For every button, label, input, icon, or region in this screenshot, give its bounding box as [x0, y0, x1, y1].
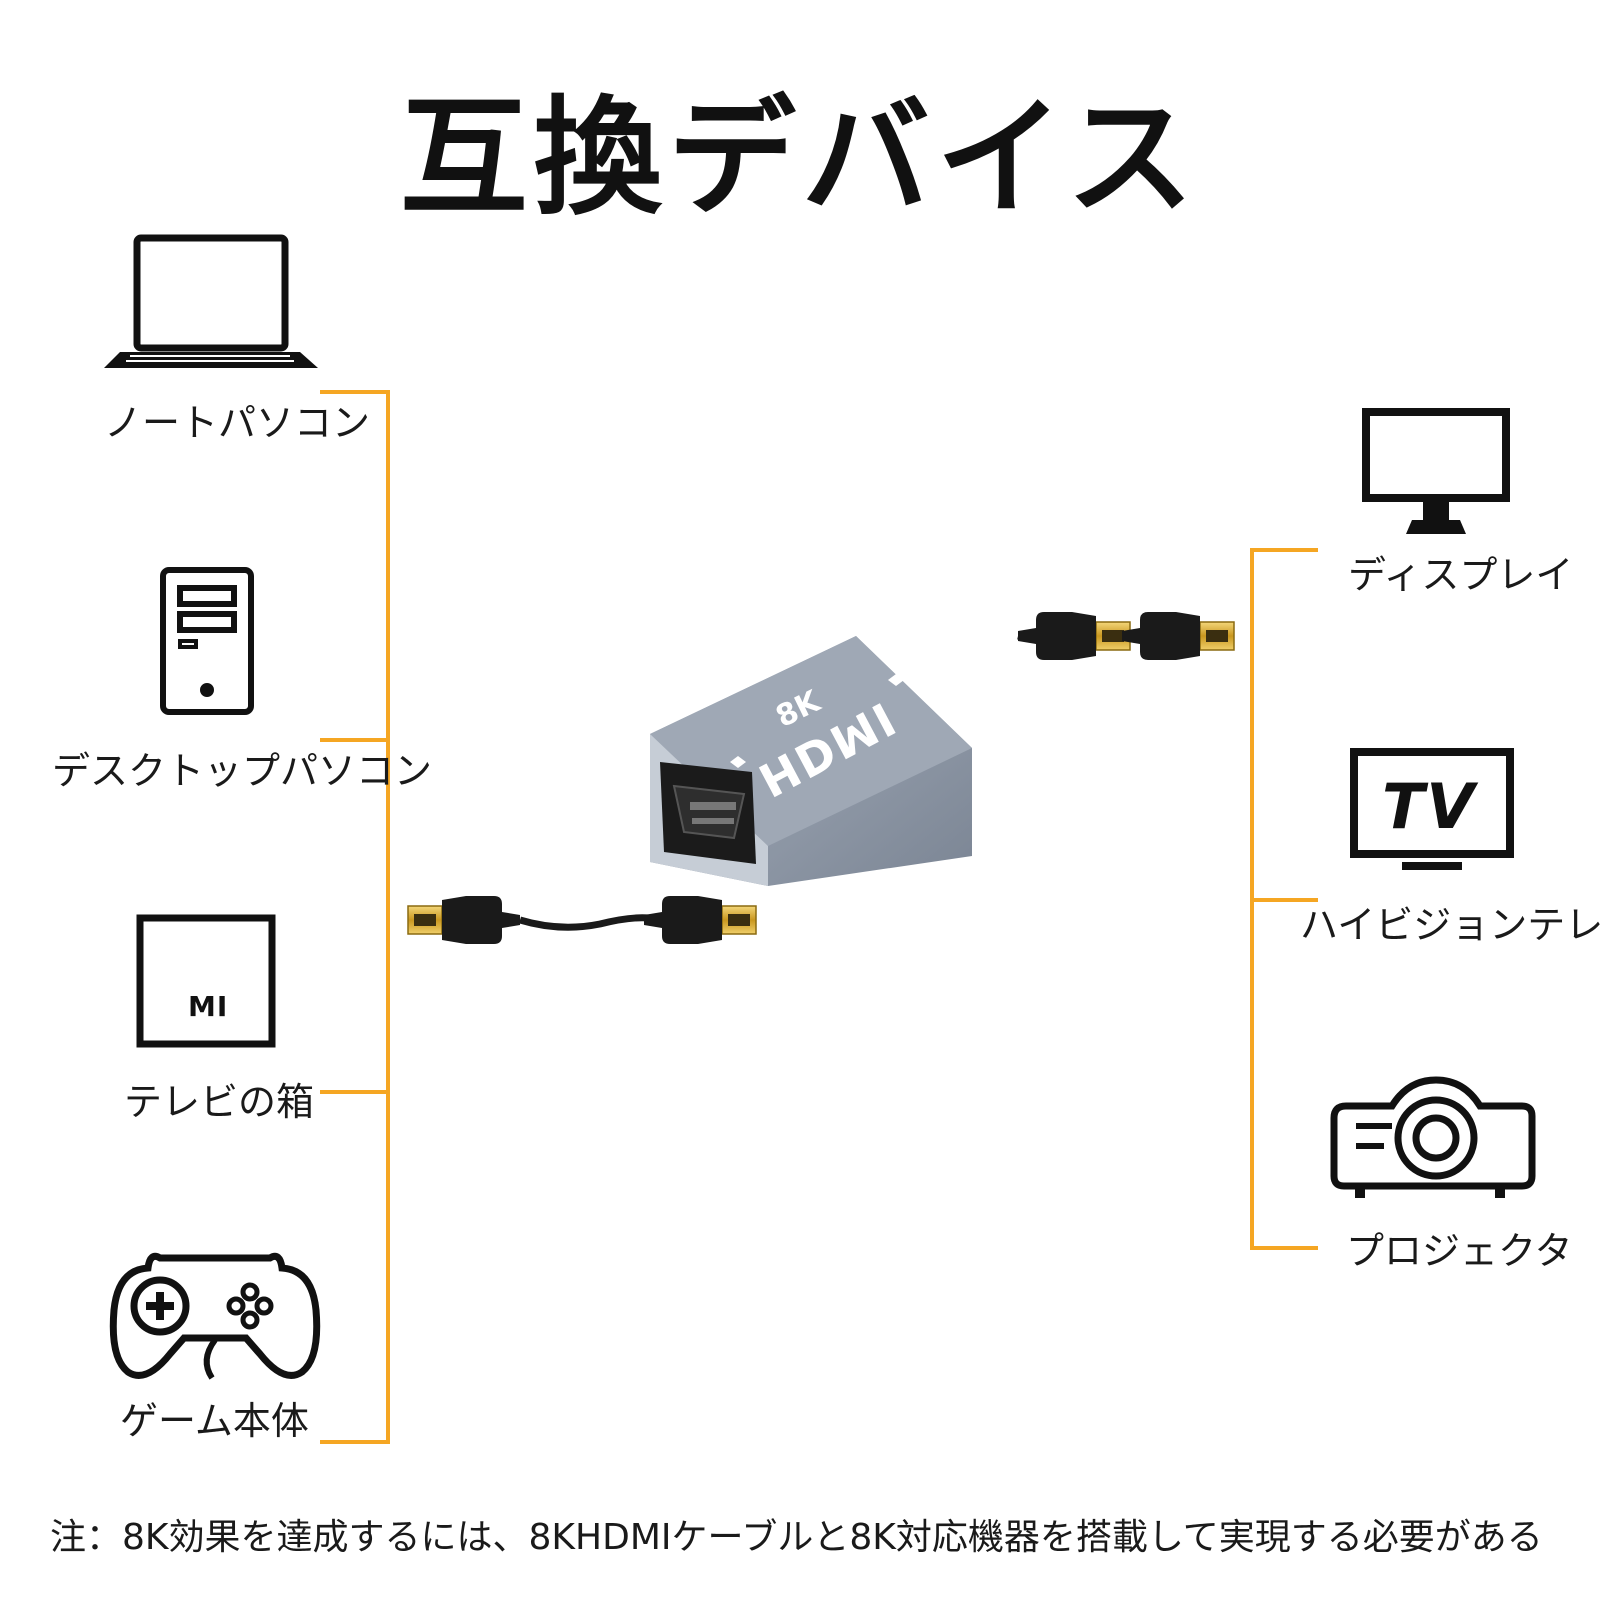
label-desktop: デスクトップパソコン: [52, 749, 433, 793]
laptop-icon: [104, 234, 318, 368]
left-connector-bracket: [320, 390, 390, 1444]
label-display: ディスプレイ: [1348, 553, 1574, 597]
projector-icon: [1330, 1076, 1536, 1198]
tv-icon-text: TV: [1382, 770, 1477, 843]
label-laptop: ノートパソコン: [104, 401, 371, 445]
label-game-console: ゲーム本体: [120, 1399, 309, 1443]
lower-hdmi-cable: [407, 895, 757, 945]
right-connector-bracket: [1250, 548, 1318, 1250]
monitor-icon: [1362, 408, 1510, 534]
tv-icon: [1350, 748, 1514, 870]
hdmi-adapter: [650, 636, 972, 886]
label-projector: プロジェクタ: [1346, 1229, 1573, 1273]
page-title: 互換デバイス: [399, 84, 1201, 233]
upper-hdmi-cable: [1017, 611, 1235, 661]
desktop-tower-icon: [160, 567, 254, 715]
tv-box-icon: [136, 914, 276, 1048]
footnote: 注：8K効果を達成するには、8KHDMIケーブルと8K対応機器を搭載して実現する…: [50, 1517, 1543, 1558]
tv-box-mi-logo: MI: [188, 990, 229, 1023]
gamepad-icon: [109, 1252, 321, 1380]
label-hd-tv: ハイビジョンテレビ: [1300, 903, 1600, 947]
label-tv-box: テレビの箱: [124, 1080, 315, 1124]
